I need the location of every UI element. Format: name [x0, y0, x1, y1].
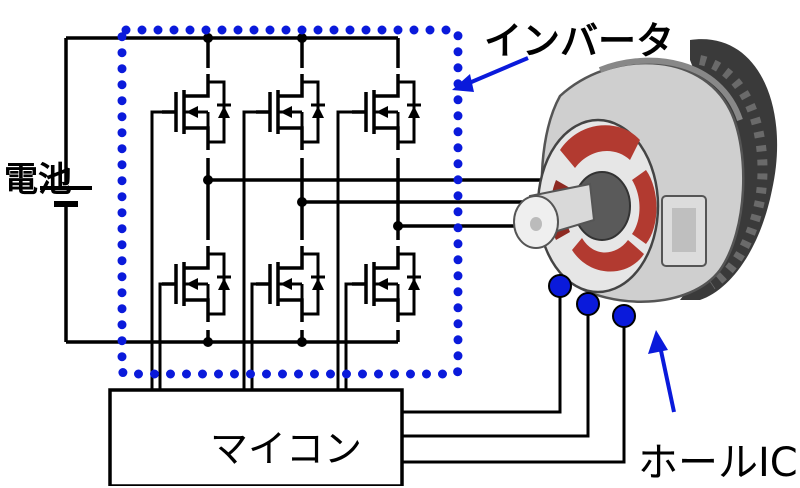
- transistor-upper-u: [160, 68, 233, 158]
- transistor-upper-v: [254, 68, 327, 158]
- hall-sensor-1: [548, 274, 572, 298]
- microcontroller-label: マイコン: [210, 427, 363, 471]
- microcontroller-box: [108, 388, 404, 486]
- motor-illustration: [513, 39, 778, 303]
- hall-ic-label: ホールIC: [638, 440, 798, 486]
- transistor-lower-w: [350, 240, 423, 330]
- hall-sensor-3: [612, 304, 636, 328]
- transistor-upper-w: [350, 68, 423, 158]
- inverter-outline: [117, 25, 463, 379]
- inverter-label: インバータ: [484, 19, 675, 63]
- transistor-lower-v: [254, 240, 327, 330]
- hall-wires: [402, 286, 626, 464]
- inverter-arrow: [452, 56, 529, 92]
- battery-label: 電池: [4, 160, 72, 200]
- hall-sensor-2: [576, 292, 600, 316]
- battery-symbol: [40, 38, 92, 342]
- phase-wires: [208, 178, 545, 228]
- hall-sensors: [548, 274, 636, 328]
- hall-arrow: [648, 330, 676, 413]
- gate-wires: [150, 110, 352, 390]
- transistor-lower-u: [160, 240, 233, 330]
- inverter-bridge: [150, 33, 423, 390]
- power-rails: [66, 36, 398, 344]
